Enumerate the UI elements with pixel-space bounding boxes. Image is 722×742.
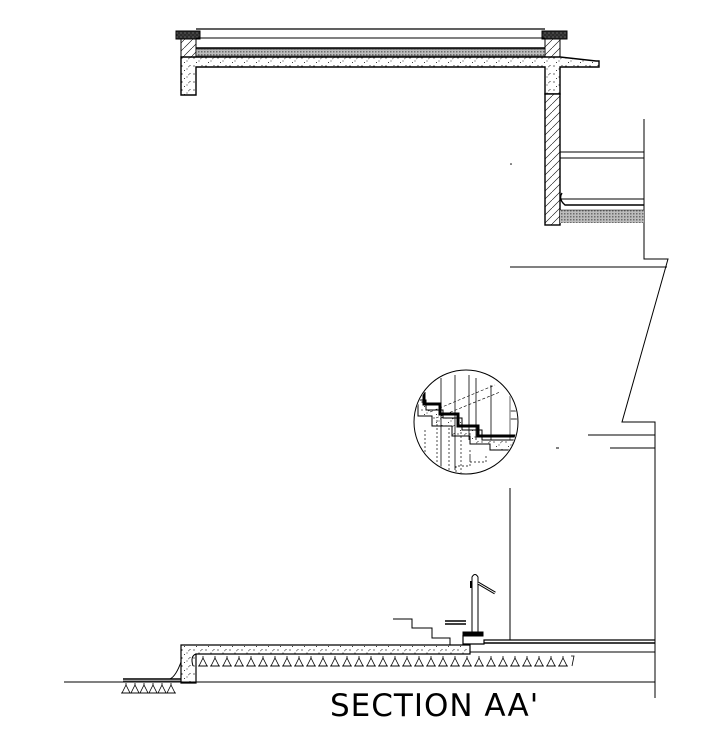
handrail bbox=[470, 574, 496, 633]
stair-section-break bbox=[510, 258, 669, 698]
ground-floor-slab bbox=[120, 644, 655, 694]
roof-slab bbox=[180, 56, 600, 96]
drawing-title: SECTION AA' bbox=[330, 688, 540, 724]
stair-detail-callout bbox=[413, 369, 519, 475]
entrance-steps bbox=[393, 618, 655, 652]
right-wall-brick bbox=[544, 93, 561, 226]
soling-hardcore bbox=[120, 655, 575, 694]
roof-assembly bbox=[175, 28, 600, 96]
roof-screed-layer bbox=[195, 48, 546, 57]
right-wall bbox=[510, 93, 645, 258]
outside-apron bbox=[123, 661, 182, 682]
floor-screed bbox=[560, 210, 644, 223]
parapet-left bbox=[180, 38, 197, 58]
roof-coping-right bbox=[541, 30, 568, 40]
parapet-right bbox=[544, 38, 561, 58]
